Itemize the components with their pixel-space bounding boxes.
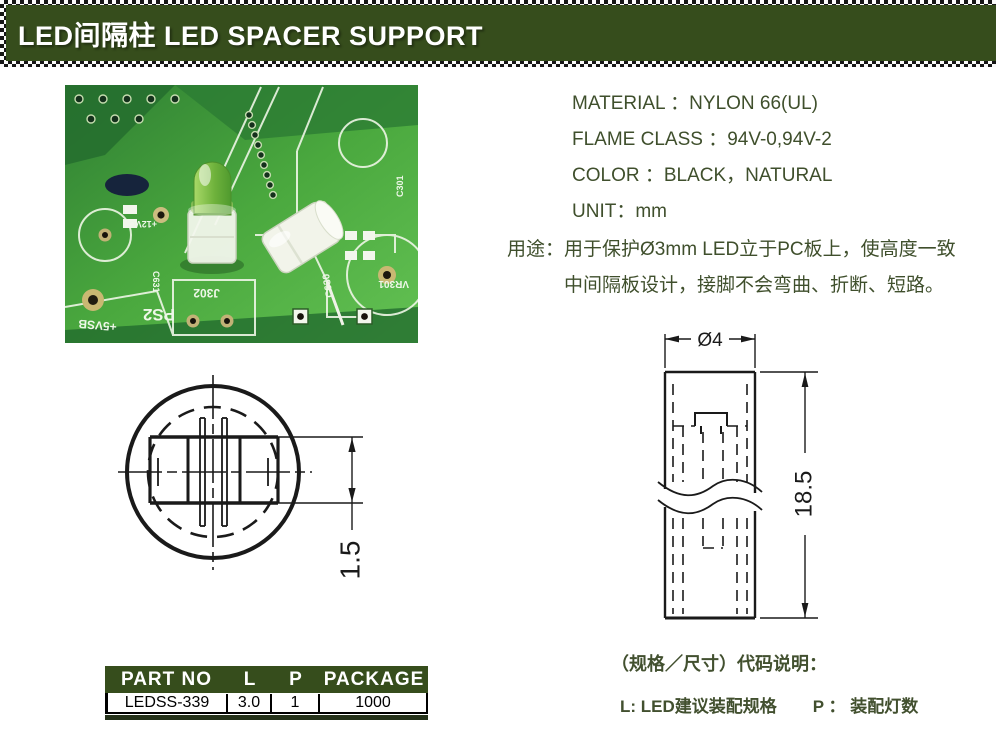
- header-cell-package: PACKAGE: [323, 668, 425, 690]
- pcb-label-p5vsb: +5VSB: [77, 317, 117, 334]
- cell-p: 1: [272, 693, 320, 712]
- pcb-label-j302: J302: [193, 286, 220, 300]
- note-l: L: LED建议装配规格: [620, 697, 777, 716]
- note-p: P ： 装配灯数: [812, 697, 919, 716]
- spec-list: MATERIAL ：NYLON 66(UL) FLAME CLASS ：94V-…: [572, 86, 832, 230]
- pcb-label-vr301: VR301: [378, 278, 409, 289]
- dim-label-diameter: Ø4: [697, 330, 723, 351]
- pcb-label-c301: C301: [395, 175, 405, 197]
- pcb-labels: PS2 J302 C630 VR301 +5VSB +12VC C631 C30…: [77, 175, 409, 333]
- notes-title: （规格／尺寸）代码说明：: [611, 654, 827, 674]
- pcb-dark-corner: [65, 85, 175, 165]
- header-cell-p: P: [289, 668, 303, 690]
- table-bottom-rule: [105, 715, 428, 720]
- side-view-drawing: Ø4 18.5: [657, 330, 818, 620]
- parts-table: PART NO L P PACKAGE LEDSS-339 3.0 1 1000: [105, 666, 428, 720]
- pcb-photo: PS2 J302 C630 VR301 +5VSB +12VC C631 C30…: [65, 85, 418, 343]
- cell-part-no: LEDSS-339: [108, 693, 228, 712]
- pcb-component: [105, 174, 149, 196]
- spec-line-flame-class: FLAME CLASS ：94V-0,94V-2: [572, 129, 832, 150]
- spec-line-material: MATERIAL ：NYLON 66(UL): [572, 93, 818, 114]
- pcb-label-ps2: PS2: [143, 305, 175, 324]
- dim-label-height: 1.5: [334, 541, 365, 580]
- header-green-band: LED间隔柱 LED SPACER SUPPORT: [6, 5, 996, 61]
- table-row: LEDSS-339 3.0 1 1000: [105, 693, 428, 714]
- cell-package: 1000: [355, 693, 391, 711]
- pcb-dark-top: [175, 85, 418, 140]
- spec-line-color: COLOR ：BLACK，NATURAL: [572, 165, 833, 186]
- parts-table-header: PART NO L P PACKAGE: [105, 666, 428, 693]
- led-spacer-standing: [180, 161, 244, 274]
- cell-l: 3.0: [228, 693, 272, 712]
- notes-items: L: LED建议装配规格 P ： 装配灯数: [620, 692, 918, 717]
- pcb-label-c631: C631: [151, 271, 161, 293]
- top-view-drawing: 1.5: [118, 375, 365, 580]
- usage-paragraph: 用途： 用于保护Ø3mm LED立于PC板上，使高度一致 中间隔板设计，接脚不会…: [507, 232, 956, 304]
- header-cell-l: L: [243, 668, 257, 690]
- header-cell-part-no: PART NO: [120, 668, 213, 690]
- page-title: LED间隔柱 LED SPACER SUPPORT: [18, 20, 484, 51]
- usage-prefix: 用途：: [507, 239, 565, 260]
- led-spacer-lying: [261, 200, 344, 274]
- led-lead-wire: [325, 280, 345, 326]
- dim-label-length: 18.5: [790, 471, 817, 518]
- spec-line-unit: UNIT：mm: [572, 201, 667, 222]
- usage-line-1: 用于保护Ø3mm LED立于PC板上，使高度一致: [564, 239, 956, 260]
- usage-line-2: 中间隔板设计，接脚不会弯曲、折断、短路。: [564, 275, 945, 296]
- header-bar: LED间隔柱 LED SPACER SUPPORT: [0, 0, 996, 67]
- pcb-label-p12vc: +12VC: [129, 219, 157, 229]
